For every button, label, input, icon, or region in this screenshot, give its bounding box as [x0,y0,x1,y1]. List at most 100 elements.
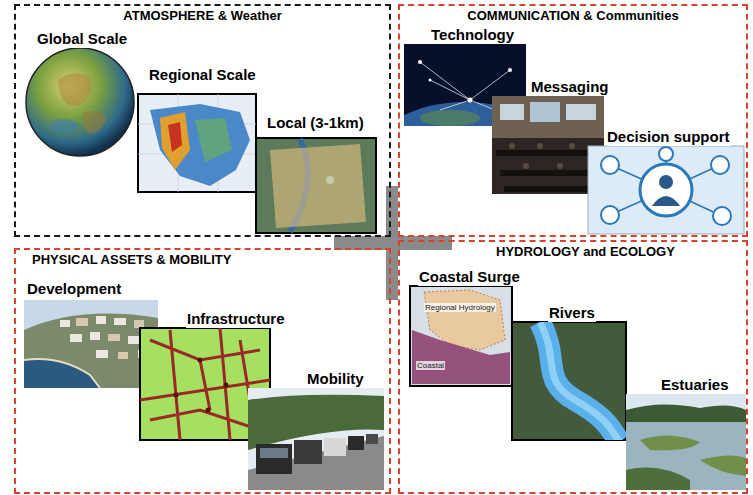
quadrant-heading: PHYSICAL ASSETS & MOBILITY [32,252,231,268]
image-panel: Infrastructure [140,310,270,440]
quadrant-heading: ATMOSPHERE & Weather [123,8,281,24]
development-photo-part [24,359,100,388]
traffic-photo-part [260,448,288,458]
quadrant-heading: COMMUNICATION & Communities [467,8,678,24]
regional-map-image-part [150,104,250,186]
development-photo-part [24,359,100,388]
infrastructure-map-part-part [224,383,229,388]
traffic-photo-part [248,388,384,490]
map-label: Regional Hydrology [424,303,496,312]
control-room-image-part [500,104,524,120]
control-room-image-part [537,143,543,149]
traffic-photo-part [324,438,346,456]
globe-image-part [26,48,134,156]
image-panel: Technology [404,26,526,126]
river-satellite-image-part [540,322,620,440]
technology-image-part [508,68,512,72]
decision-support-image-part [659,175,673,189]
panel-label: Local (3-1km) [266,114,365,132]
image-panel: Mobility [248,370,384,490]
image-panel: Development [24,280,158,388]
traffic-photo-part [366,434,378,444]
control-room-image-part [557,163,563,169]
globe-image-part [58,73,92,106]
decision-support-image-part [610,154,722,216]
infrastructure-map-part-part [206,408,211,413]
local-satellite-image [256,138,376,233]
technology-image-part [420,110,480,126]
development-photo-part [96,350,108,358]
quadrant-panel: COMMUNICATION & CommunitiesTechnologyMes… [398,4,748,237]
development-photo-part [90,332,100,340]
image-panel: Regional Scale [138,66,256,192]
control-room-image-part [569,143,575,149]
image-panel: Rivers [512,304,626,440]
control-room-image-part [504,186,594,192]
regional-map-image-part [168,122,182,152]
estuary-photo-part [626,404,746,425]
technology-image-part [429,79,432,82]
estuary-photo [626,394,746,490]
panel-label: Infrastructure [186,310,286,328]
regional-map-image-part [138,94,256,192]
coastal-surge-map-part [412,330,510,384]
local-satellite-image-part [326,176,334,184]
panel-label: Messaging [530,78,610,96]
technology-image [404,44,526,126]
decision-support-image-part [713,207,731,225]
control-room-image-part [530,102,560,122]
decision-support-image-part [659,147,673,161]
panel-label: Technology [430,26,515,44]
development-photo-part [114,318,126,325]
development-photo [24,300,158,388]
panel-label: Coastal Surge [418,268,521,286]
decision-support-image-part [652,196,680,206]
regional-map-image [138,94,256,192]
image-panel: Messaging [492,78,604,194]
decision-support-image-part [601,156,619,174]
panel-label: Mobility [306,370,365,388]
traffic-photo [248,388,384,490]
image-panel: Decision support [588,128,744,234]
technology-image-part [468,98,473,103]
local-satellite-image-part [270,144,366,228]
estuary-photo-part [626,468,690,490]
river-satellite-image-part-part [540,322,620,440]
map-label: Coastal [416,361,445,370]
traffic-photo-part [348,436,364,450]
image-panel: Global Scale [24,30,136,156]
decision-support-image [588,146,744,234]
traffic-photo-part [256,444,292,474]
decision-support-image-part [588,146,744,234]
control-room-image-part [566,104,596,120]
panel-label: Regional Scale [148,66,257,84]
panel-label: Decision support [606,128,731,146]
infrastructure-map-part-part [174,393,179,398]
map-label-holder: Coastal [416,354,445,372]
control-room-image-part [509,143,515,149]
quadrant-panel: PHYSICAL ASSETS & MOBILITY DevelopmentInf… [14,248,391,494]
globe-image [26,48,134,156]
estuary-photo-part [626,422,746,490]
coastal-surge-map [410,286,512,386]
panel-label: Development [26,280,122,298]
quadrant-panel: HYDROLOGY and ECOLOGYCoastal SurgeRegion… [398,240,748,494]
regional-map-image-part [160,112,190,170]
globe-image-part [83,111,106,134]
development-photo-part [108,334,120,341]
development-photo-part [70,334,82,342]
development-photo-part [96,316,106,324]
coastal-surge-map-part [410,286,512,386]
image-panel: Coastal SurgeRegional HydrologyCoastal [410,268,512,386]
development-photo-part [118,352,128,359]
image-panel: Estuaries [626,376,746,490]
regional-map-image-part [138,94,256,192]
panel-label: Estuaries [660,376,730,394]
estuary-photo-part [640,435,700,450]
development-photo-part [128,336,140,344]
estuary-photo-part [626,394,746,490]
decision-support-image-part [601,206,619,224]
map-label-holder: Regional Hydrology [424,296,496,314]
quadrant-panel: ATMOSPHERE & WeatherGlobal Scale Regional… [14,4,391,237]
